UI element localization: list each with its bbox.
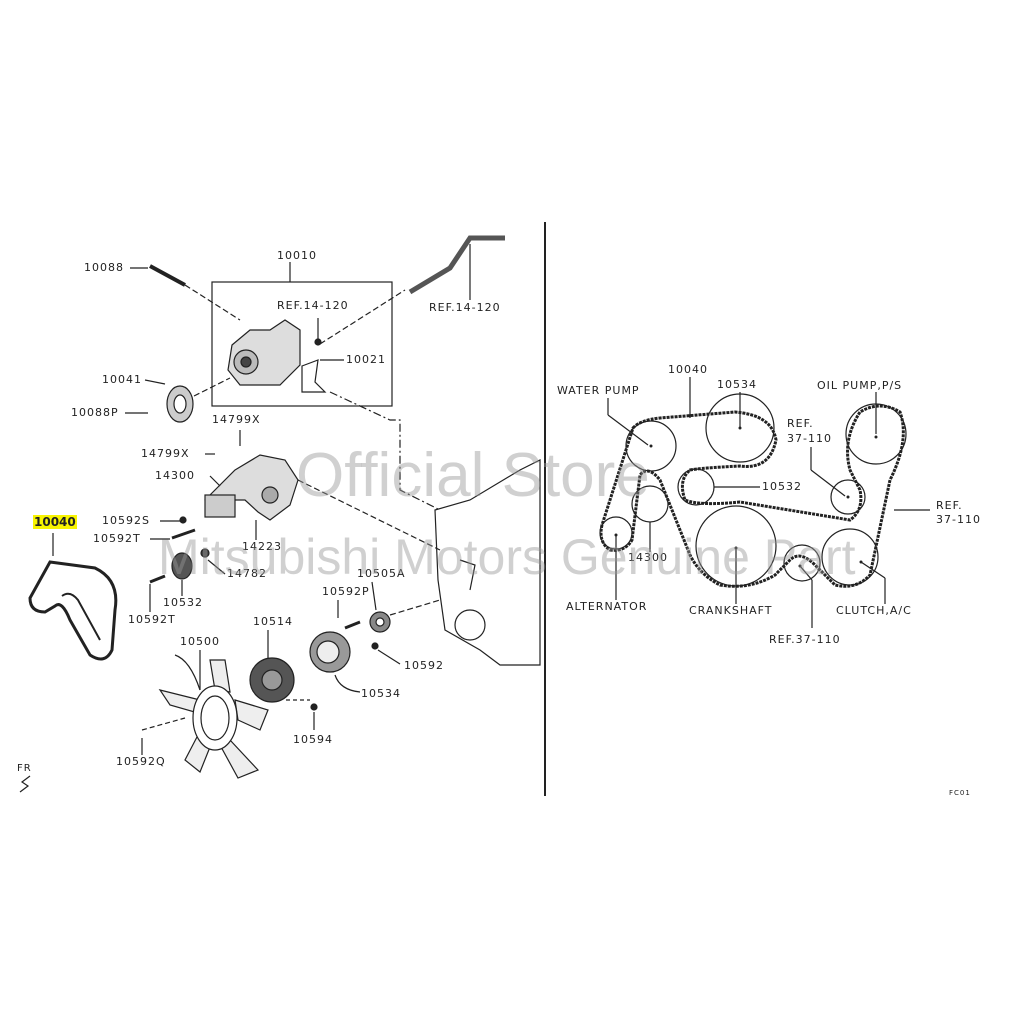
part-label-10500[interactable]: 10500 — [180, 635, 220, 648]
part-label-10594[interactable]: 10594 — [293, 733, 333, 746]
water-pump-10505A — [369, 611, 391, 633]
part-label-10010[interactable]: 10010 — [277, 249, 317, 262]
pulley-idler-ref-bottom — [783, 544, 821, 582]
power-steering-pump — [227, 319, 301, 386]
part-label-14782[interactable]: 14782 — [227, 567, 267, 580]
ref-label[interactable]: REF.37-110 — [769, 633, 841, 646]
hose — [408, 235, 505, 295]
part-label-10088P[interactable]: 10088P — [71, 406, 119, 419]
water-pump-label: WATER PUMP — [557, 384, 640, 397]
tensioner-assembly — [204, 454, 299, 521]
assembly-box-10010 — [211, 281, 393, 407]
front-arrow-icon — [19, 775, 31, 793]
part-label-10532[interactable]: 10532 — [163, 596, 203, 609]
pulley-14300 — [631, 485, 669, 523]
part-label-10592S[interactable]: 10592S — [102, 514, 150, 527]
part-label-10534[interactable]: 10534 — [361, 687, 401, 700]
belt-routing-diagram — [599, 377, 930, 628]
part-label-10505A[interactable]: 10505A — [357, 567, 406, 580]
crankshaft-label: CRANKSHAFT — [689, 604, 773, 617]
pulley-label-10534[interactable]: 10534 — [717, 378, 757, 391]
pulley-label-10532[interactable]: 10532 — [762, 480, 802, 493]
bolt-10088 — [149, 264, 186, 287]
idler-pulley-10532 — [171, 552, 193, 580]
engine-block — [434, 459, 541, 666]
part-label-10088[interactable]: 10088 — [84, 261, 124, 274]
part-label-10592T[interactable]: 10592T — [128, 613, 176, 626]
part-label-10514[interactable]: 10514 — [253, 615, 293, 628]
front-direction-label: FR — [17, 763, 32, 774]
pulley-label-14300[interactable]: 14300 — [628, 551, 668, 564]
ref-label[interactable]: REF.14-120 — [429, 301, 501, 314]
oil-pump-label: OIL PUMP,P/S — [817, 379, 903, 392]
part-label-10021[interactable]: 10021 — [346, 353, 386, 366]
panel-divider — [544, 222, 546, 796]
part-label-14799X[interactable]: 14799X — [141, 447, 190, 460]
ref-label-number[interactable]: 37-110 — [936, 513, 981, 526]
clutch-ac-label: CLUTCH,A/C — [836, 604, 912, 617]
ref-label[interactable]: REF.14-120 — [277, 299, 349, 312]
part-label-10040-highlighted[interactable]: 10040 — [33, 515, 77, 529]
part-label-14799X[interactable]: 14799X — [212, 413, 261, 426]
ref-label[interactable]: REF. — [936, 499, 963, 512]
part-label-10592P[interactable]: 10592P — [322, 585, 370, 598]
part-label-14300[interactable]: 14300 — [155, 469, 195, 482]
ref-label[interactable]: REF. — [787, 417, 814, 430]
belt-label-10040[interactable]: 10040 — [668, 363, 708, 376]
cooling-fan-10500 — [158, 659, 269, 779]
drive-belt-10040 — [28, 560, 118, 661]
part-label-10041[interactable]: 10041 — [102, 373, 142, 386]
belt-path — [599, 404, 905, 588]
ref-label-number[interactable]: 37-110 — [787, 432, 832, 445]
bracket-10021 — [301, 359, 327, 393]
figure-code: FC01 — [949, 789, 971, 797]
oring — [314, 338, 322, 346]
part-label-10592Q[interactable]: 10592Q — [116, 755, 166, 768]
part-label-14223[interactable]: 14223 — [242, 540, 282, 553]
alternator-label: ALTERNATOR — [566, 600, 648, 613]
part-label-10592T[interactable]: 10592T — [93, 532, 141, 545]
pulley-idler-ref-top — [830, 479, 866, 515]
fan-clutch-10514 — [249, 657, 295, 703]
pulley-clutch-ac — [821, 528, 879, 586]
part-label-10592[interactable]: 10592 — [404, 659, 444, 672]
